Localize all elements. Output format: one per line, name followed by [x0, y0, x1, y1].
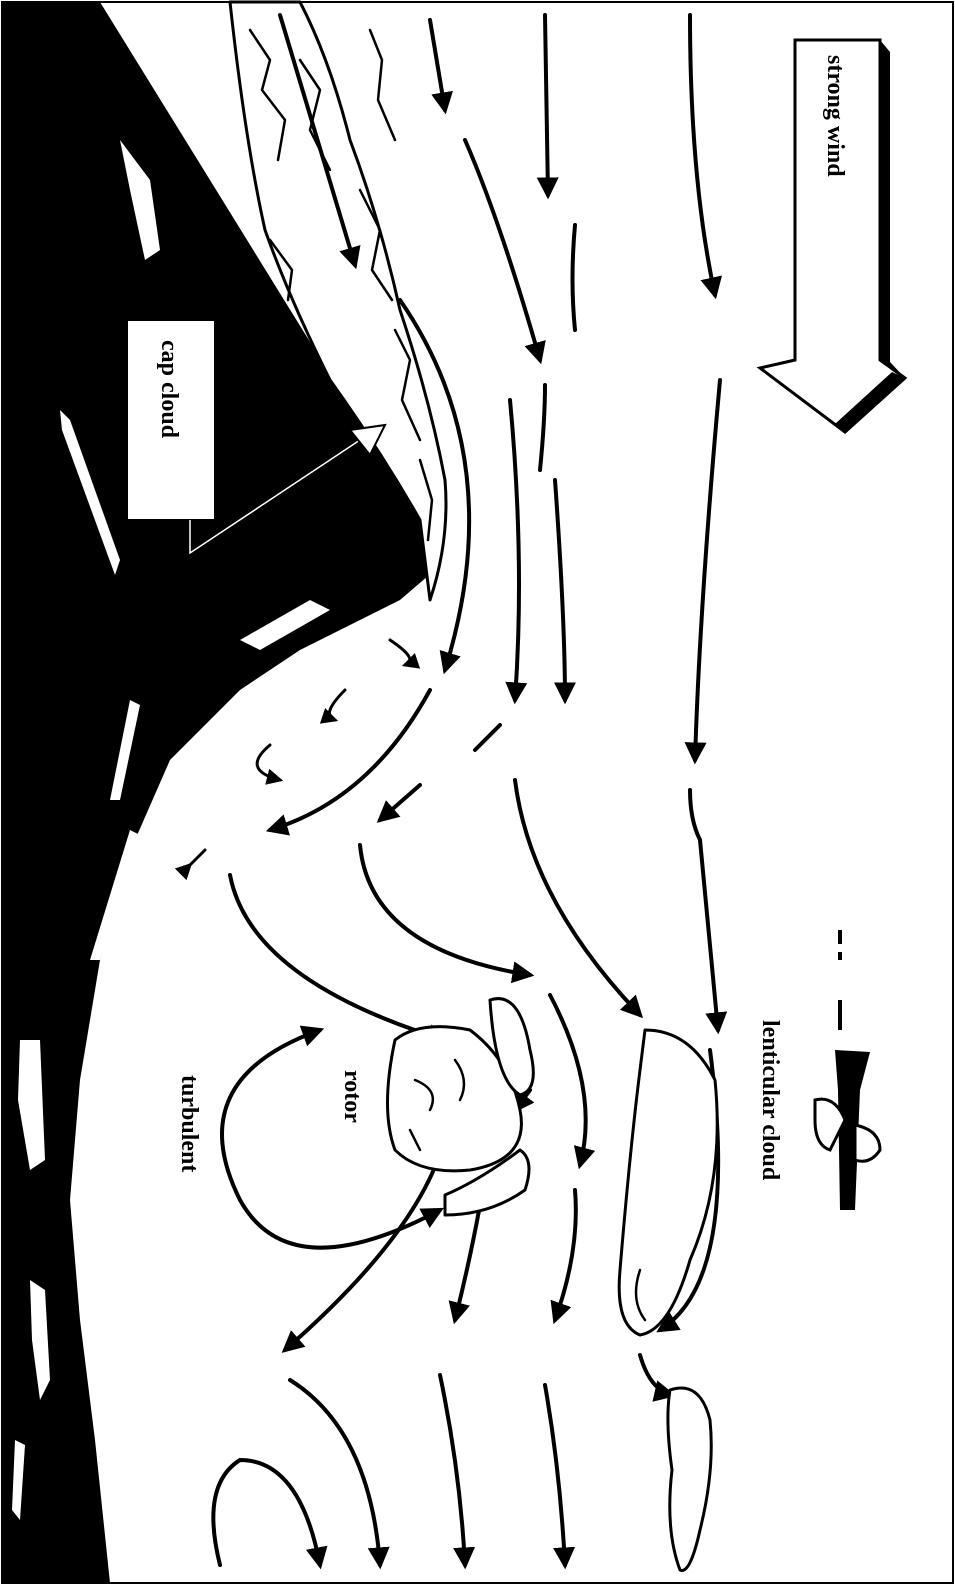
- rotor-cloud: [388, 999, 534, 1215]
- cap-cloud-label: cap cloud: [156, 340, 182, 439]
- lenticular-cloud-label: lenticular cloud: [757, 1020, 783, 1181]
- rotor-label: rotor: [339, 1070, 365, 1123]
- lenticular-cloud: [619, 1030, 717, 1571]
- turbulent-label: turbulent: [176, 1075, 202, 1172]
- strong-wind-label: strong wind: [822, 55, 848, 177]
- airplane-silhouette-icon: [815, 930, 880, 1210]
- strong-wind-arrow: strong wind: [760, 40, 905, 432]
